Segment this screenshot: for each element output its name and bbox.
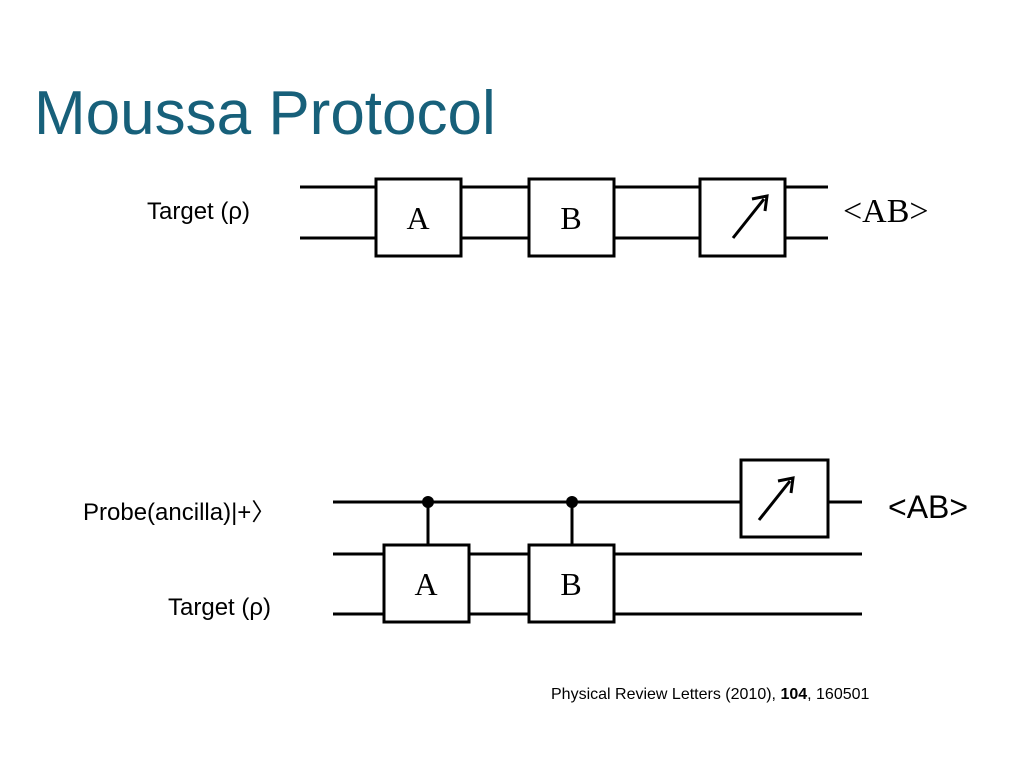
measurement-meter-icon [731,194,769,239]
control-dot-a [422,496,434,508]
output-expectation-label: <AB> [843,193,929,230]
target-label: Target (ρ) [168,594,271,621]
reference-article: , 160501 [807,686,870,703]
gate-b-box [527,543,616,624]
measurement-box [698,177,787,258]
measurement-box [739,458,830,539]
probe-label: Probe(ancilla)|+〉 [83,499,275,526]
slide-title: Moussa Protocol [34,79,496,148]
measurement-meter-icon [757,476,795,521]
output-expectation-label: <AB> [888,489,968,525]
control-dot-b [566,496,578,508]
gate-b-label: B [560,566,581,602]
reference-volume: 104 [780,686,808,703]
gate-a-label: A [406,200,429,236]
gate-b-label: B [560,200,581,236]
gate-b-box [527,177,616,258]
gate-a-box [374,177,463,258]
circuit-1: A B <AB> Target (ρ) [147,177,929,258]
target-label: Target (ρ) [147,198,250,225]
circuit-2: A B <AB> Probe(ancilla)|+〉 Target (ρ) [83,458,968,624]
reference-journal: Physical Review Letters (2010), [551,686,781,703]
reference-citation: Physical Review Letters (2010), 104, 160… [551,686,869,704]
gate-a-label: A [414,566,437,602]
gate-a-box [382,543,471,624]
